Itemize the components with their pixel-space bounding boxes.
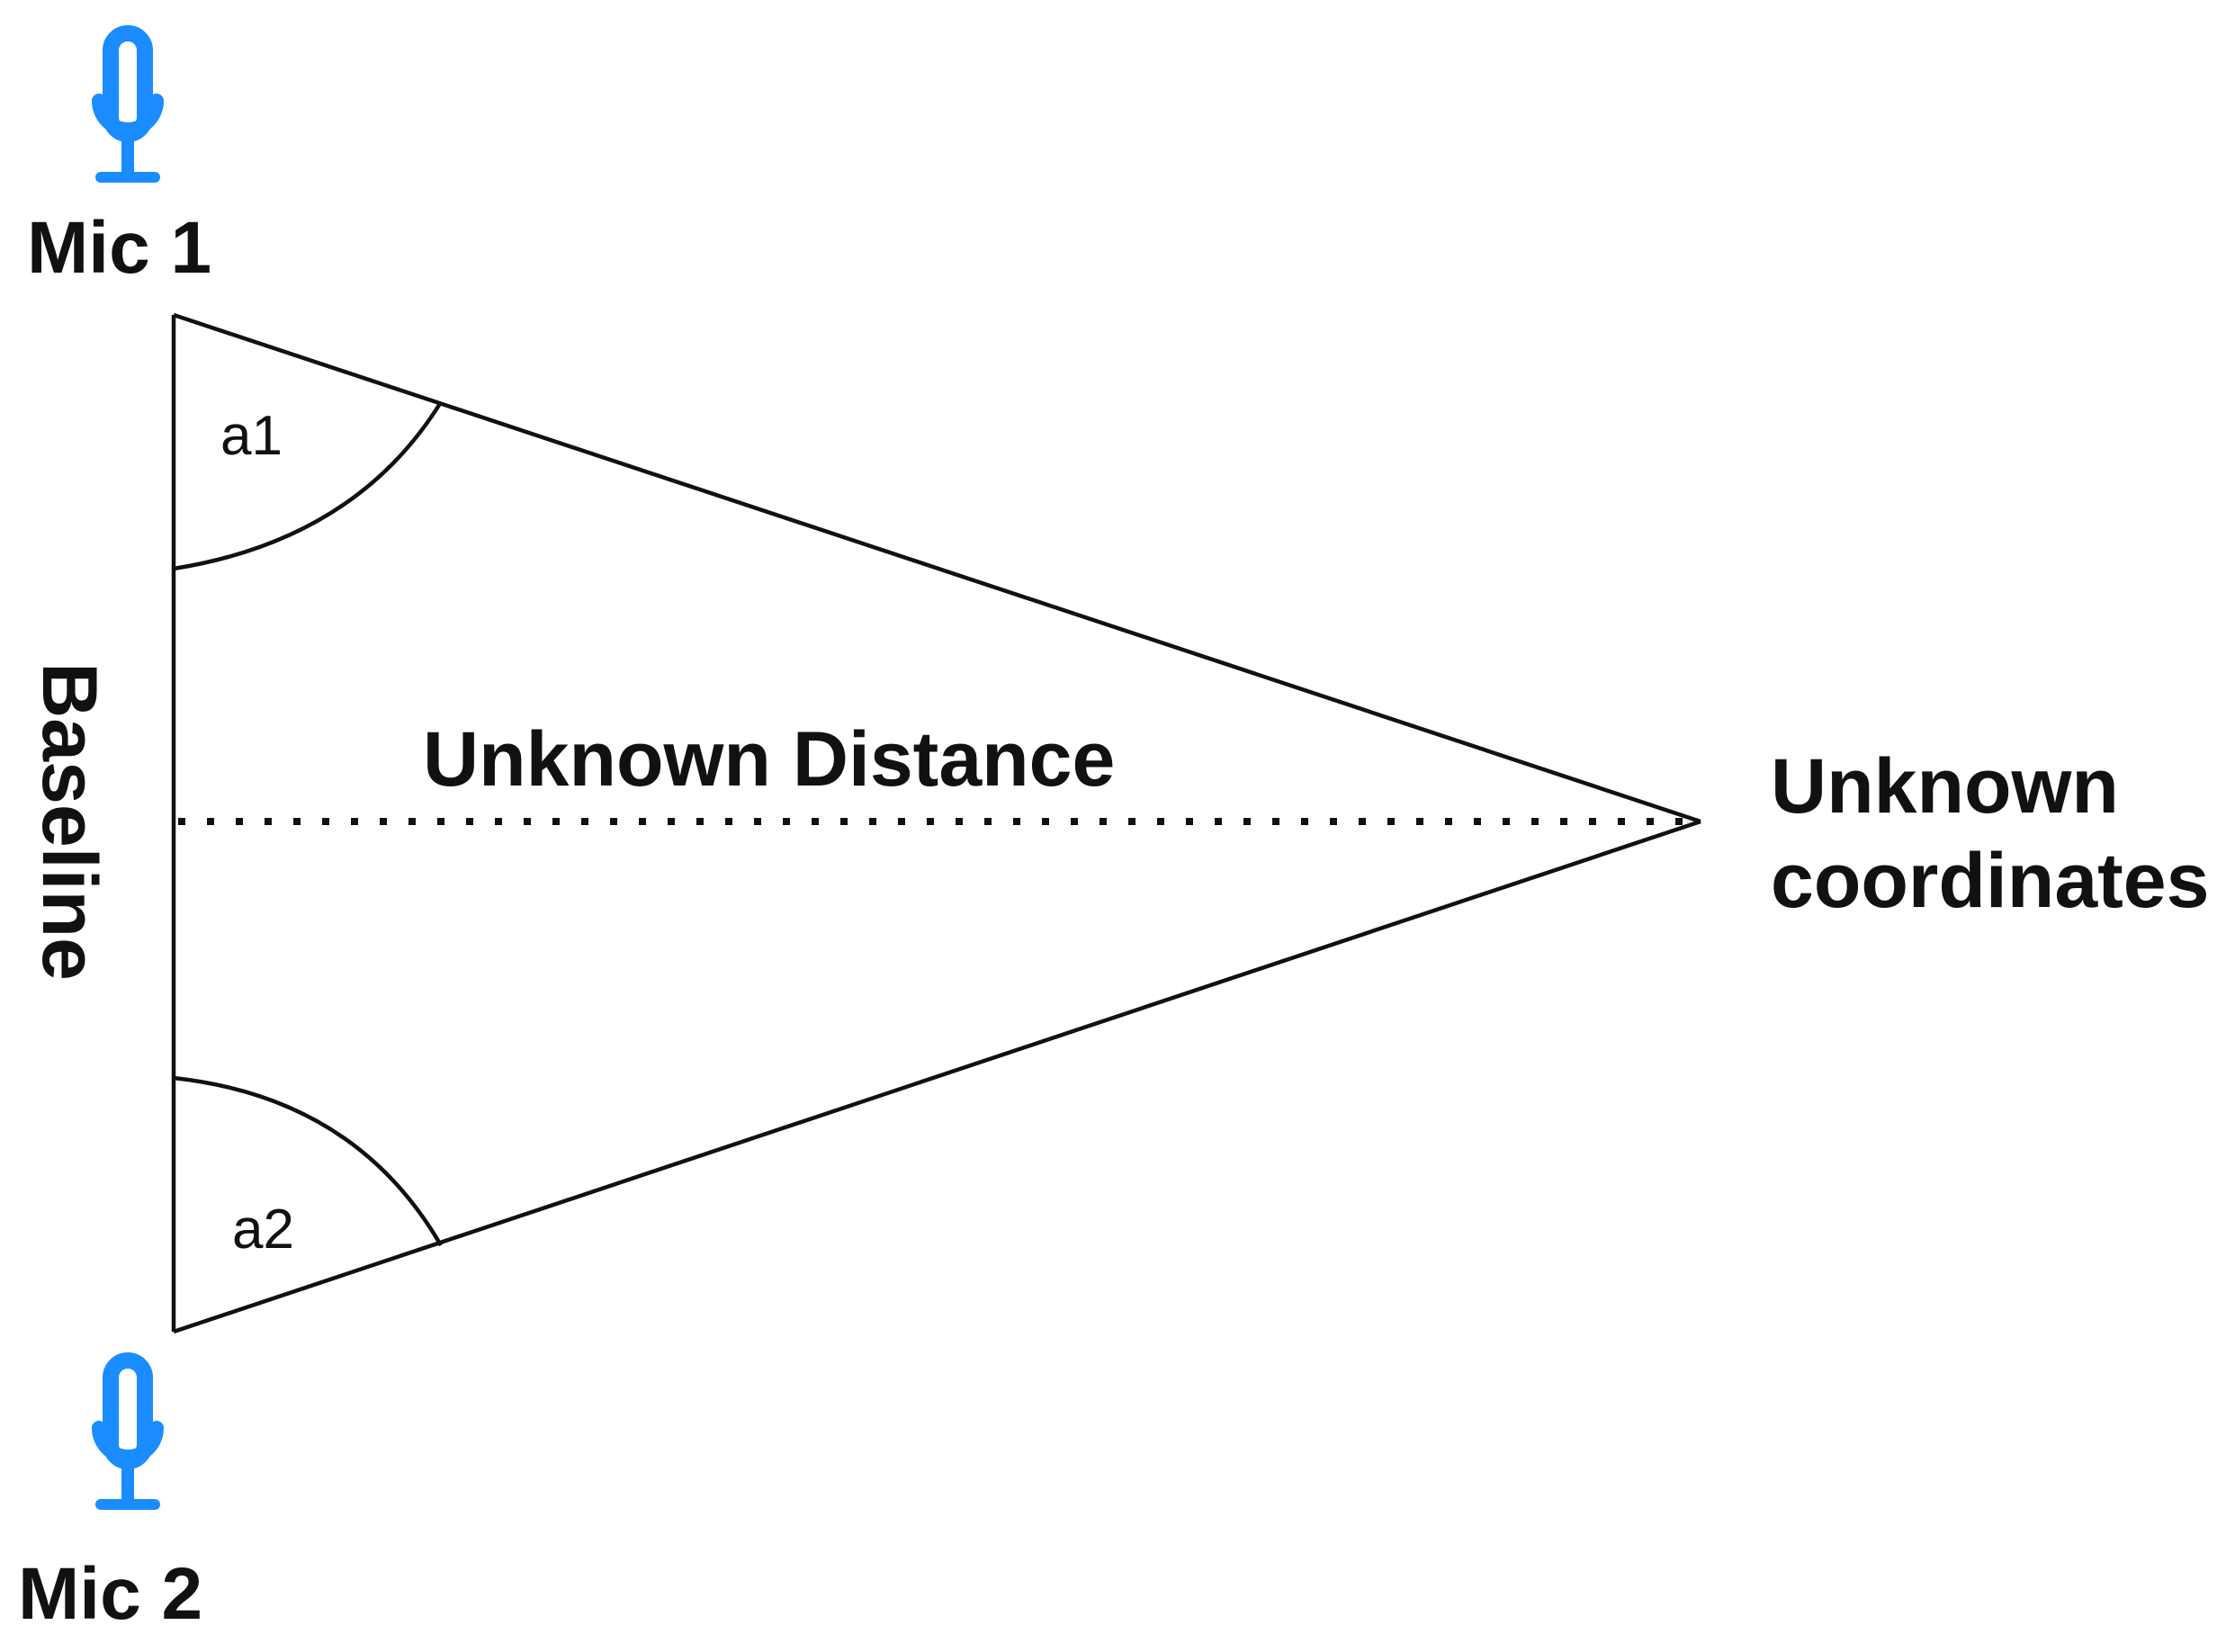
mic-1-label: Mic 1 — [27, 207, 211, 289]
unknown-coordinates-label-line-2: coordinates — [1771, 838, 2209, 924]
mic-2-label: Mic 2 — [18, 1553, 202, 1635]
upper-edge — [173, 312, 1701, 824]
unknown-distance-label: Unknown Distance — [423, 716, 1115, 803]
angle-a2-label: a2 — [232, 1199, 294, 1261]
angle-a2-arc — [173, 1075, 443, 1247]
unknown-coordinates-label-line-1: Unknown — [1771, 743, 2119, 830]
mic-1-microphone-icon — [92, 25, 164, 183]
angle-a1-arc — [173, 400, 443, 571]
baseline-label: Baseline — [26, 662, 112, 981]
lower-edge — [173, 819, 1701, 1334]
angle-a1-label: a1 — [220, 405, 283, 467]
triangle — [171, 312, 1701, 1334]
mic-2-microphone-icon — [92, 1352, 164, 1510]
